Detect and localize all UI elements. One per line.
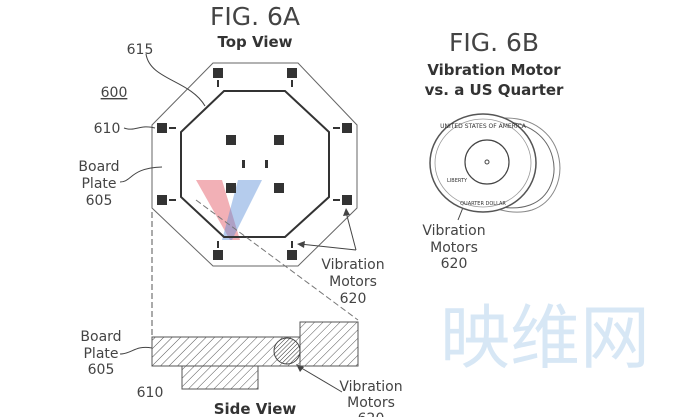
fig-6b-vibration-motors-label: Vibration Motors 620 (422, 223, 485, 272)
coin-top-text: UNITED STATES OF AMERICA (440, 123, 527, 130)
svg-text:605: 605 (86, 193, 113, 209)
board-plate-label: Board Plate 605 (78, 159, 119, 209)
watermark-logo-right (222, 180, 262, 240)
side-vibration-motors-label: Vibration Motors 620 (339, 379, 402, 417)
side-mount-610 (181, 365, 259, 390)
inner-octagon-615 (180, 90, 330, 238)
leader-lines (119, 53, 479, 393)
ref-610: 610 (94, 121, 121, 137)
side-vibration-motor (273, 337, 301, 365)
svg-text:Vibration: Vibration (321, 257, 384, 273)
svg-text:Motors: Motors (430, 240, 478, 256)
side-raised-section (299, 321, 359, 367)
ref-615: 615 (127, 42, 154, 58)
svg-text:Board: Board (80, 329, 121, 345)
fig-6a-title: FIG. 6A (210, 2, 300, 31)
svg-text:Plate: Plate (81, 176, 116, 192)
svg-text:Motors: Motors (329, 274, 377, 290)
svg-text:620: 620 (441, 256, 468, 272)
ref-600: 600 (101, 85, 128, 101)
svg-text:Board: Board (78, 159, 119, 175)
svg-text:Vibration: Vibration (422, 223, 485, 239)
vibration-motors-label: Vibration Motors 620 (321, 257, 384, 307)
fig-6b-title: FIG. 6B (449, 28, 539, 57)
us-quarter: UNITED STATES OF AMERICA LIBERTY QUARTER… (429, 113, 561, 213)
quarter-vibration-motor (464, 139, 510, 185)
side-ref-610: 610 (137, 385, 164, 401)
svg-text:Motors: Motors (347, 395, 395, 411)
projection-line-diagonal (195, 199, 359, 321)
fig-6b-subtitle-1: Vibration Motor (427, 61, 561, 79)
svg-text:620: 620 (358, 411, 385, 417)
fig-6b-subtitle-2: vs. a US Quarter (425, 81, 564, 99)
side-board-plate-label: Board Plate 605 (80, 329, 121, 378)
svg-text:620: 620 (340, 291, 367, 307)
side-view-label: Side View (214, 400, 297, 417)
coin-bottom-text: QUARTER DOLLAR (460, 201, 506, 207)
motor-pads (157, 68, 352, 260)
watermark-text: 映维网 (440, 297, 650, 379)
svg-text:Plate: Plate (83, 346, 118, 362)
svg-text:Vibration: Vibration (339, 379, 402, 395)
top-view-label: Top View (217, 33, 292, 51)
watermark: 映维网 (196, 180, 650, 379)
board-plate-outline (151, 62, 358, 267)
svg-text:605: 605 (88, 362, 115, 378)
coin-left-text: LIBERTY (447, 178, 468, 184)
